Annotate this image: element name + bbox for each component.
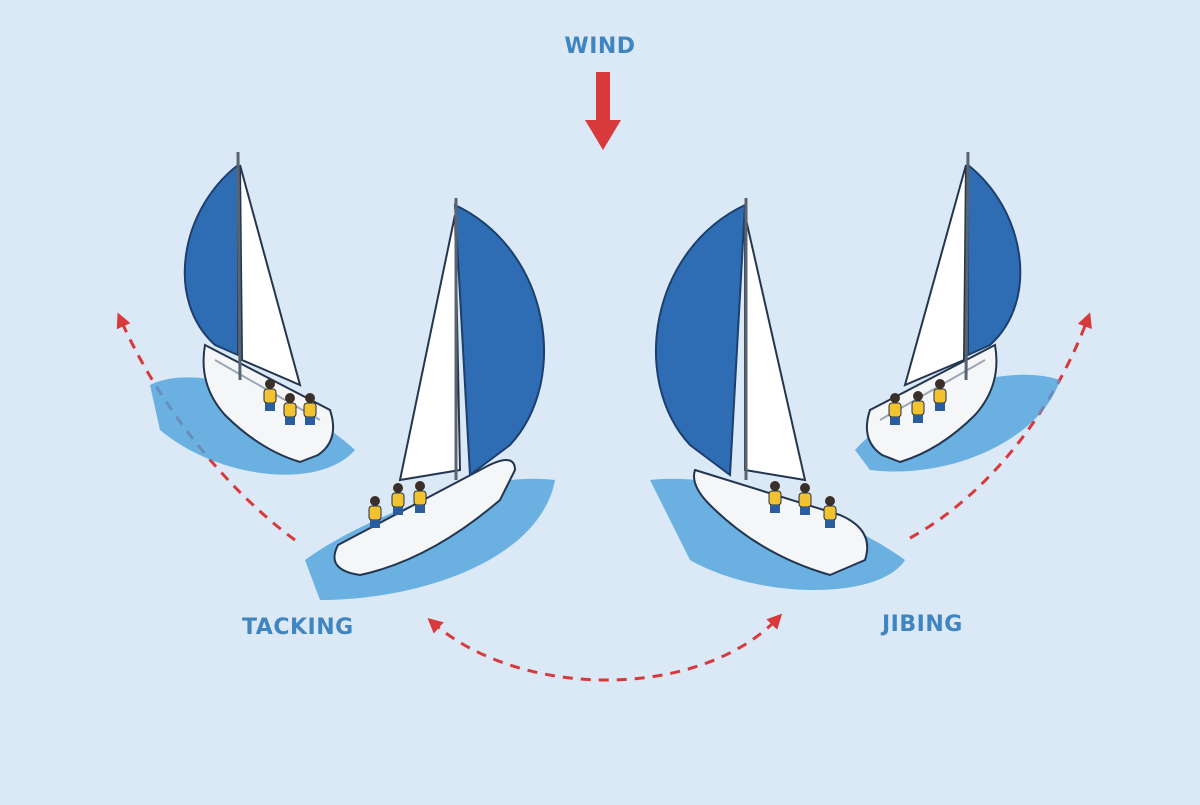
sailboat-tacking-front-icon [305, 198, 555, 600]
sailboat-jibing-rear-icon [855, 151, 1060, 472]
jibing-path-arrow [909, 312, 1092, 540]
transition-path-arrow [427, 613, 783, 682]
wind-arrow-icon [585, 72, 621, 150]
sailboat-tacking-rear-icon [150, 151, 355, 475]
sailboat-jibing-front-icon [650, 198, 905, 590]
jibing-label: JIBING [882, 612, 963, 637]
tacking-label: TACKING [242, 615, 354, 640]
wind-label: WIND [564, 34, 636, 59]
